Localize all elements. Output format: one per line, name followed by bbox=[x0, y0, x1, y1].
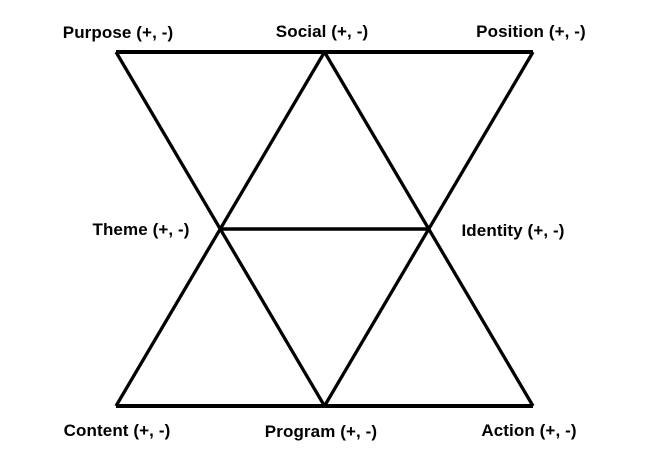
node-label-action: Action (+, -) bbox=[481, 421, 577, 440]
node-label-purpose: Purpose (+, -) bbox=[62, 23, 174, 42]
node-label-theme: Theme (+, -) bbox=[92, 220, 190, 239]
node-label-social: Social (+, -) bbox=[275, 22, 369, 41]
node-label-program: Program (+, -) bbox=[264, 422, 378, 441]
diagonal-social-to-content bbox=[114, 51, 326, 407]
node-label-identity: Identity (+, -) bbox=[461, 221, 565, 240]
diagonal-position-to-program bbox=[323, 51, 535, 407]
node-label-content: Content (+, -) bbox=[63, 421, 171, 440]
node-label-position: Position (+, -) bbox=[476, 22, 586, 41]
